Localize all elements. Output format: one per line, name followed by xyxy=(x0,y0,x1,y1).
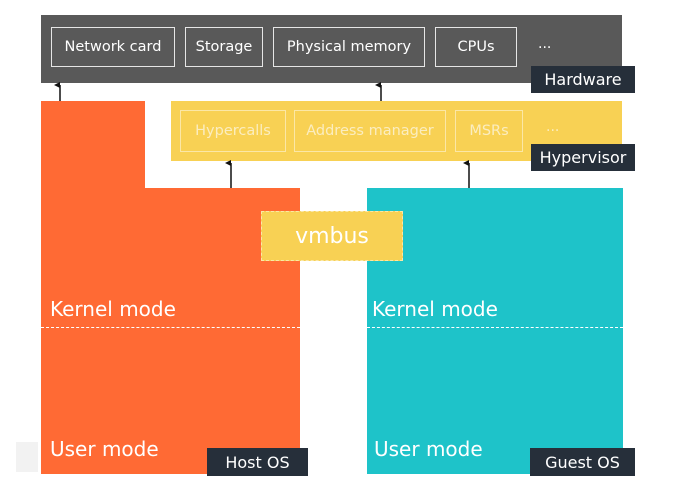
vmbus-box: vmbus xyxy=(261,211,403,261)
hardware-more-ellipsis: ... xyxy=(538,36,552,52)
cpus-box: CPUs xyxy=(435,27,517,67)
host-mode-divider xyxy=(41,327,300,328)
storage-box: Storage xyxy=(185,27,263,67)
host-os-shape xyxy=(41,101,300,474)
network-card-box: Network card xyxy=(51,27,175,67)
guest-os-block xyxy=(367,188,623,474)
guest-user-mode-label: User mode xyxy=(374,437,483,461)
guest-mode-divider xyxy=(367,327,623,328)
watermark-logo xyxy=(16,442,38,472)
msrs-box: MSRs xyxy=(455,110,523,152)
address-manager-box: Address manager xyxy=(294,110,446,152)
hardware-layer xyxy=(41,15,622,83)
host-os-label: Host OS xyxy=(207,448,308,476)
hypervisor-label: Hypervisor xyxy=(531,144,635,171)
hypervisor-more-ellipsis: ... xyxy=(546,119,560,135)
hardware-label: Hardware xyxy=(531,66,635,93)
hypercalls-box: Hypercalls xyxy=(180,110,286,152)
guest-os-label: Guest OS xyxy=(530,448,635,476)
guest-kernel-mode-label: Kernel mode xyxy=(372,297,498,321)
host-kernel-mode-label: Kernel mode xyxy=(50,297,176,321)
physical-memory-box: Physical memory xyxy=(273,27,425,67)
host-os-block xyxy=(41,101,300,474)
host-user-mode-label: User mode xyxy=(50,437,159,461)
